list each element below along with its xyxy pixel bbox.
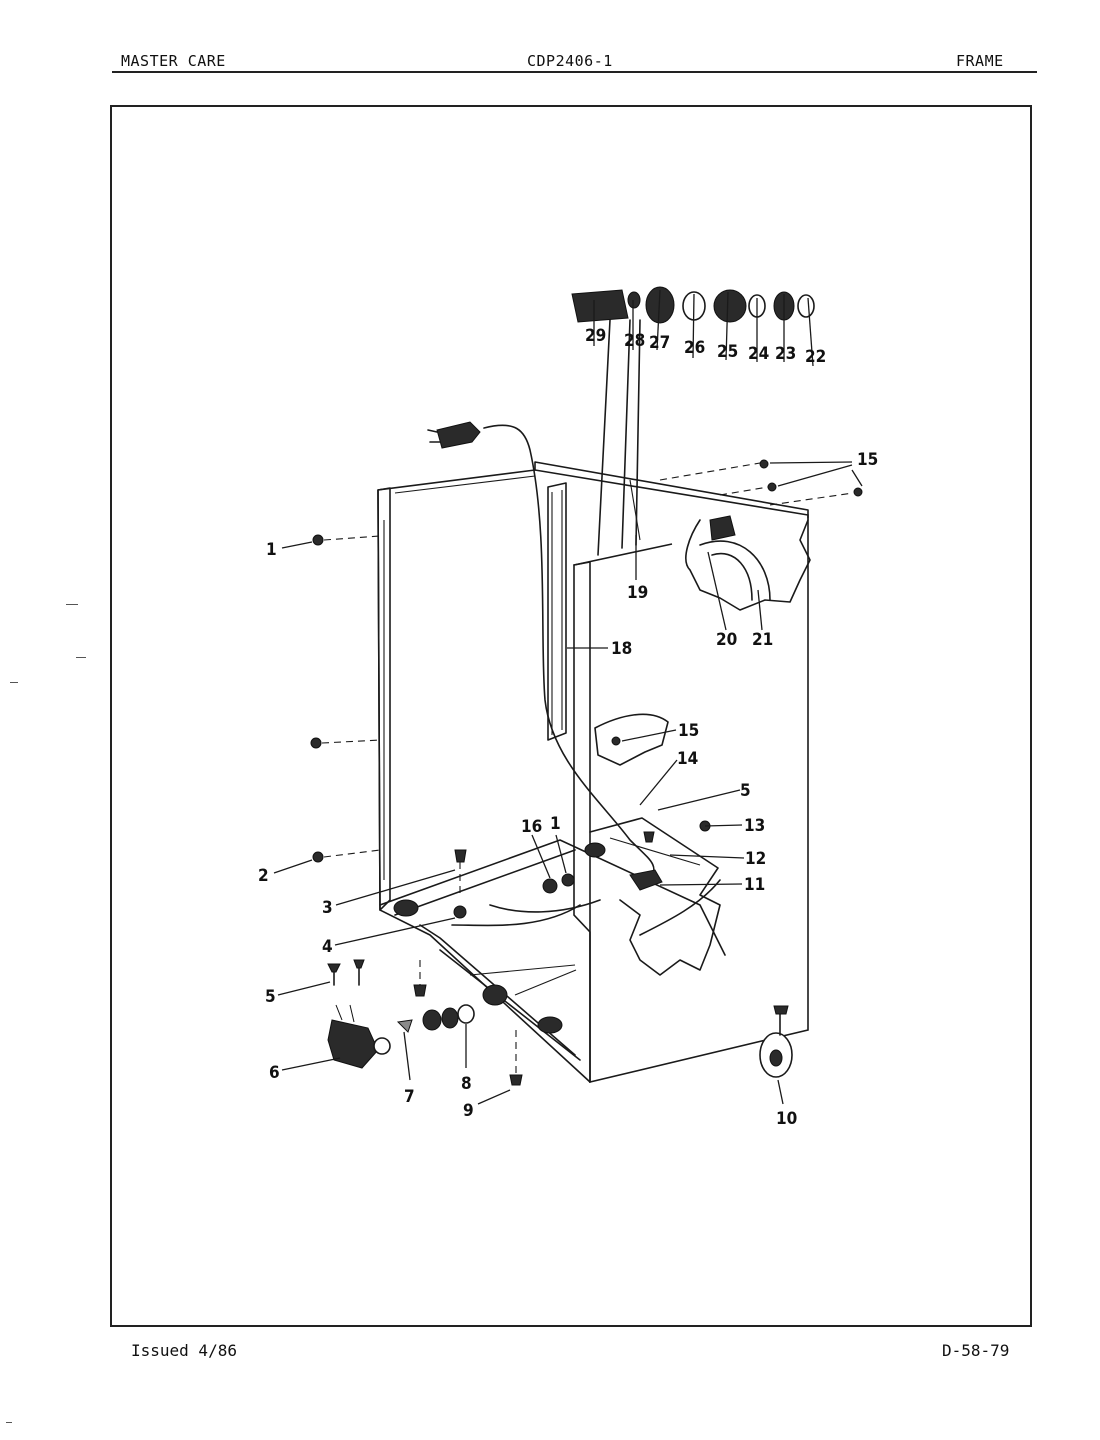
cabinet-back-panel <box>377 461 809 1084</box>
callout-16: 16 <box>521 817 542 837</box>
callout-20: 20 <box>716 630 737 650</box>
margin-tick <box>76 657 86 658</box>
cutaway-middle-panel <box>594 713 669 766</box>
small-parts-7-8 <box>396 1004 475 1033</box>
callout-4: 4 <box>322 937 333 957</box>
callout-29: 29 <box>585 326 606 346</box>
callout-21: 21 <box>752 630 773 650</box>
callout-1-mid: 1 <box>550 814 561 834</box>
callout-26: 26 <box>684 338 705 358</box>
header-rule <box>112 71 1037 73</box>
top-fitting-assembly <box>571 286 815 324</box>
power-cord <box>427 421 655 881</box>
callout-19: 19 <box>627 583 648 603</box>
callout-15-mid: 15 <box>678 721 699 741</box>
cutaway-base-components <box>589 817 721 976</box>
callout-3: 3 <box>322 898 333 918</box>
header-section-title: FRAME <box>956 52 1004 70</box>
header-brand: MASTER CARE <box>121 52 226 70</box>
callout-13: 13 <box>744 816 765 836</box>
callout-18: 18 <box>611 639 632 659</box>
exhaust-duct-pipes <box>597 319 641 556</box>
callout-leader-lines <box>273 289 863 1105</box>
callout-6: 6 <box>269 1063 280 1083</box>
cutaway-blower-housing <box>629 479 811 611</box>
diagram-frame <box>110 105 1032 1327</box>
callout-27: 27 <box>649 333 670 353</box>
wiring-harness <box>451 899 601 927</box>
callout-5-left: 5 <box>265 987 276 1007</box>
callout-9: 9 <box>463 1101 474 1121</box>
header-model-number: CDP2406-1 <box>527 52 613 70</box>
callout-11: 11 <box>744 875 765 895</box>
footer-issued-date: Issued 4/86 <box>131 1341 237 1360</box>
callout-8: 8 <box>461 1074 472 1094</box>
cabinet-left-panel <box>377 489 591 1083</box>
callout-15-top: 15 <box>857 450 878 470</box>
callout-1-left: 1 <box>266 540 277 560</box>
callout-5-right: 5 <box>740 781 751 801</box>
callout-14: 14 <box>677 749 698 769</box>
margin-tick <box>66 604 78 605</box>
base-frame <box>379 839 726 1061</box>
callout-22: 22 <box>805 347 826 367</box>
callout-7: 7 <box>404 1087 415 1107</box>
base-levelling-feet <box>393 842 606 1034</box>
callout-24: 24 <box>748 344 769 364</box>
margin-tick <box>10 682 18 683</box>
callout-28: 28 <box>624 331 645 351</box>
callout-23: 23 <box>775 344 796 364</box>
callout-12: 12 <box>745 849 766 869</box>
footer-page-code: D-58-79 <box>942 1341 1010 1360</box>
side-screws <box>310 534 655 1086</box>
screws-part-5 <box>327 959 365 986</box>
screws-part-15 <box>659 459 863 506</box>
water-valve-part-6 <box>327 1004 391 1069</box>
callout-10: 10 <box>776 1109 797 1129</box>
margin-tick <box>6 1422 12 1423</box>
callout-labels: 29 28 27 26 25 24 23 22 15 1 19 20 21 18… <box>258 326 878 1129</box>
callout-2: 2 <box>258 866 269 886</box>
vertical-channel-part-18 <box>547 482 567 741</box>
caster-wheel-part-10 <box>759 1005 793 1078</box>
callout-25: 25 <box>717 342 738 362</box>
